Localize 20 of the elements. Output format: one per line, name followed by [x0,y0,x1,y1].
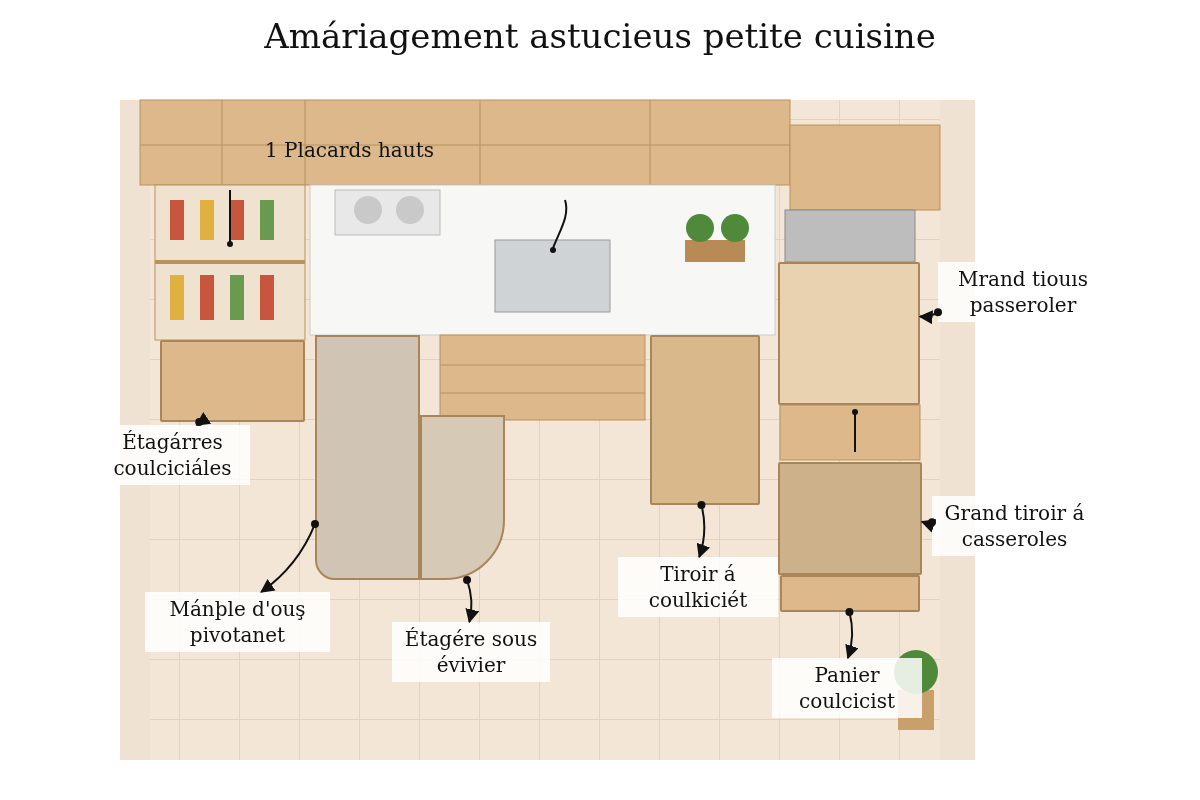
leader-line [918,308,942,324]
callout-label: Panier coulcicist [772,658,922,718]
pot-drawer [778,262,920,405]
callout-label: 1 Placards hauts [265,138,434,162]
pot-drawer [778,462,922,575]
leader-line [845,608,859,660]
drawer-front [780,575,920,612]
callout-label: Mánþle d'ouş pivotanet [145,592,330,652]
leader-line [260,519,319,593]
corner-shelf [420,415,505,580]
drawer-unit [160,340,305,422]
leader-line [195,411,212,426]
pull-out-drawer [650,335,760,505]
leader-line [696,501,710,559]
carousel-shelf [315,335,420,580]
callout-label: Tiroir á coulkiciét [618,557,778,617]
leader-line [463,576,479,624]
leader-line [920,518,937,533]
callout-label: Étagére sous évivier [392,622,550,682]
title: Amáriagement astucieus petite cuisine [263,16,937,56]
